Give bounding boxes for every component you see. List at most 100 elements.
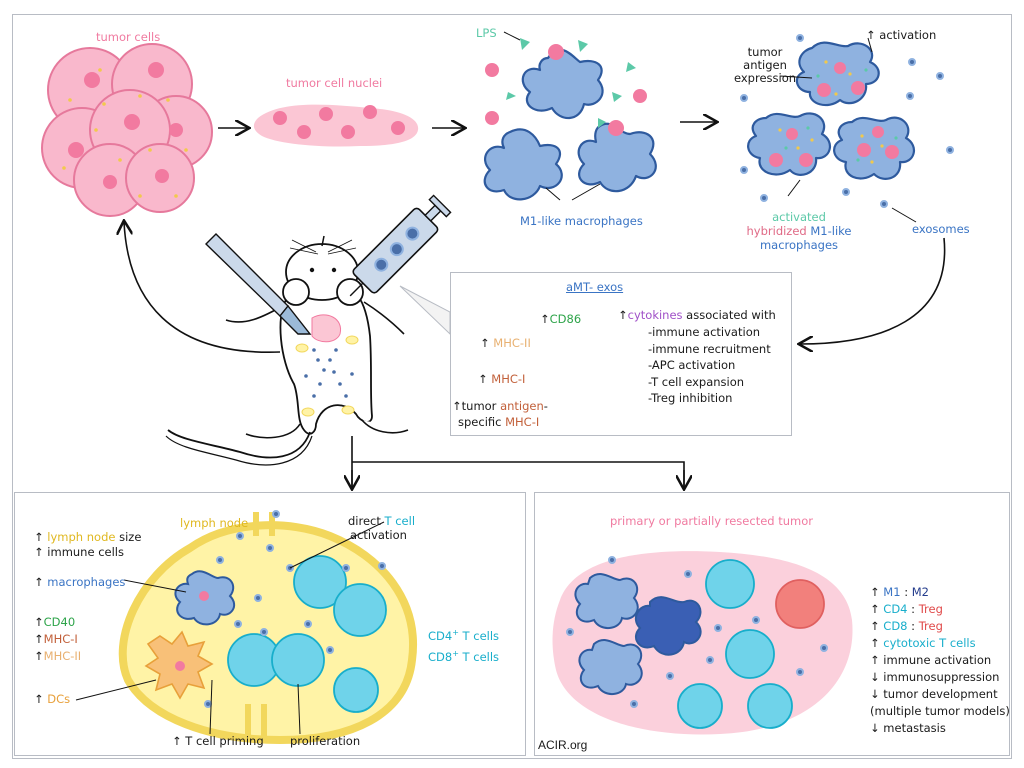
lymph-exosomes xyxy=(204,510,386,708)
macrophages-word: macrophages xyxy=(759,238,839,252)
lymph-t-cells xyxy=(227,555,387,713)
immune-activation-line: ↑ immune activation xyxy=(870,653,992,667)
cytokine-item: -APC activation xyxy=(648,358,736,372)
cd8treg-arrow: ↑ xyxy=(870,619,884,633)
antigen-leader xyxy=(779,75,813,79)
mouse-eye-left xyxy=(309,267,315,273)
activation-arrow: ↑ xyxy=(866,28,876,42)
lymph-t-cells-label: CD4+ T cells CD8+ T cells xyxy=(428,624,499,666)
cd8-word: CD8 xyxy=(428,649,453,664)
cytokine-list: -immune activation -immune recruitment -… xyxy=(648,324,771,407)
m1-macrophages xyxy=(483,48,657,201)
cd40-arrow: ↑ xyxy=(34,615,44,629)
antigen-line-3: expression xyxy=(734,71,797,85)
arrow-exosomes-to-panel xyxy=(800,237,946,344)
treg-word-1: Treg xyxy=(918,602,943,616)
tumor-dev-line: ↓ tumor development xyxy=(870,687,998,701)
metastasis-line: ↓ metastasis xyxy=(870,721,946,735)
cd8-tcells: T cells xyxy=(458,649,500,664)
hybridized-word: hybridized xyxy=(746,224,807,238)
lymph-macrophages: ↑ macrophages xyxy=(34,575,125,590)
mouse-tail xyxy=(167,429,311,459)
lymph-dcs: ↑ DCs xyxy=(34,692,70,707)
tumor-cell-cluster xyxy=(41,43,213,217)
tumor-macrophages xyxy=(574,573,702,695)
label-exosomes: exosomes xyxy=(912,222,970,236)
mouse-nose xyxy=(321,235,325,247)
lps-leader xyxy=(503,31,521,41)
mhc1-text: MHC-I xyxy=(491,372,526,386)
label-lps: LPS xyxy=(476,26,497,40)
cd86-arrow: ↑ xyxy=(540,312,550,326)
antigen-line-2: antigen xyxy=(743,58,787,72)
phagocytosed-nuclei xyxy=(485,44,647,136)
exos-panel xyxy=(450,272,792,436)
hybrid-teal-granules xyxy=(784,68,898,162)
scalpel xyxy=(205,233,312,335)
activation-leader xyxy=(867,37,873,53)
m1-like-word: M1-like xyxy=(806,224,852,238)
cd4treg-sep: : xyxy=(907,602,919,616)
label-activation: ↑ activation xyxy=(866,28,936,43)
ln-mhc2-arrow: ↑ xyxy=(34,649,44,663)
lymph-size: ↑ lymph node size xyxy=(34,530,141,545)
treg-cell xyxy=(775,579,825,629)
ta-dash: - xyxy=(543,399,548,413)
ln-mac-arrow: ↑ xyxy=(34,575,48,589)
callout-pointer xyxy=(399,285,451,336)
exosome-dots xyxy=(740,34,954,208)
dcs-arrow: ↑ xyxy=(34,692,48,706)
multi-models-line: (multiple tumor models) xyxy=(870,704,1010,718)
cd8treg-sep: : xyxy=(907,619,919,633)
label-tumor-cells: tumor cells xyxy=(96,30,161,44)
cytokines-arrow: ↑ xyxy=(618,308,628,322)
m1m2-sep: : xyxy=(900,585,912,599)
cd4-word: CD4 xyxy=(428,628,453,643)
cd4-sup: + xyxy=(452,628,459,637)
label-tumor-antigen-expression: tumor antigen expression xyxy=(734,46,796,85)
lower-leaders xyxy=(75,521,385,735)
m2-word: M2 xyxy=(911,585,929,599)
cytokine-item: -T cell expansion xyxy=(648,374,745,389)
m1-word: M1 xyxy=(883,585,901,599)
m1-leader-2 xyxy=(571,183,601,201)
treg-word-2: Treg xyxy=(918,619,943,633)
lymph-dots xyxy=(304,348,354,398)
cd4treg-arrow: ↑ xyxy=(870,602,884,616)
lymph-direct-t: direct T cell activation xyxy=(348,514,415,542)
ln-size-rest: size xyxy=(115,530,142,544)
antigen-line-1: tumor xyxy=(747,45,783,59)
mhc2-text: MHC-II xyxy=(493,336,531,350)
lymph-immune-cells: ↑ immune cells xyxy=(34,545,124,559)
t-cell-word: T cell xyxy=(384,514,416,528)
tumor-outcomes: ↑ M1 : M2 ↑ CD4 : Treg ↑ CD8 : Treg ↑ cy… xyxy=(870,584,1010,737)
ta-line2a: specific xyxy=(458,415,506,429)
mhc2-arrow: ↑ xyxy=(480,336,494,350)
direct-word: direct xyxy=(348,514,385,528)
ln-mac-word: macrophages xyxy=(47,575,126,589)
mouse-whiskers xyxy=(289,239,357,255)
m1-leader-1 xyxy=(545,187,561,201)
hybrid-granules xyxy=(778,60,884,164)
cd8-t-word: CD8 xyxy=(883,619,908,633)
cd8-sup: + xyxy=(452,648,459,658)
exos-mhc2: ↑ MHC-II xyxy=(480,336,531,351)
mouse-lymph-nodes xyxy=(295,335,359,417)
dcs-word: DCs xyxy=(47,692,71,706)
cytokines-word: cytokines xyxy=(627,308,683,322)
cd4-tcells: T cells xyxy=(458,628,500,643)
immunosuppression-line: ↓ immunosuppression xyxy=(870,670,1000,684)
cd40-word: CD40 xyxy=(43,615,76,629)
label-m1-macrophages: M1-like macrophages xyxy=(520,214,643,228)
nuclei-dots xyxy=(273,105,405,139)
label-activated-hybridized: activated hybridized M1-like macrophages xyxy=(734,210,864,252)
ta-line2b: MHC-I xyxy=(505,415,540,429)
ln-mhc2-word: MHC-II xyxy=(43,649,82,663)
split-connector xyxy=(351,436,685,486)
mouse-paws xyxy=(225,301,409,439)
ln-mhc1-arrow: ↑ xyxy=(34,632,44,646)
cytokine-item: -Treg inhibition xyxy=(648,391,733,405)
ta-word2: antigen xyxy=(500,399,544,413)
arrow-mouse-to-tumor xyxy=(124,222,281,353)
tumor-panel xyxy=(534,492,1010,756)
